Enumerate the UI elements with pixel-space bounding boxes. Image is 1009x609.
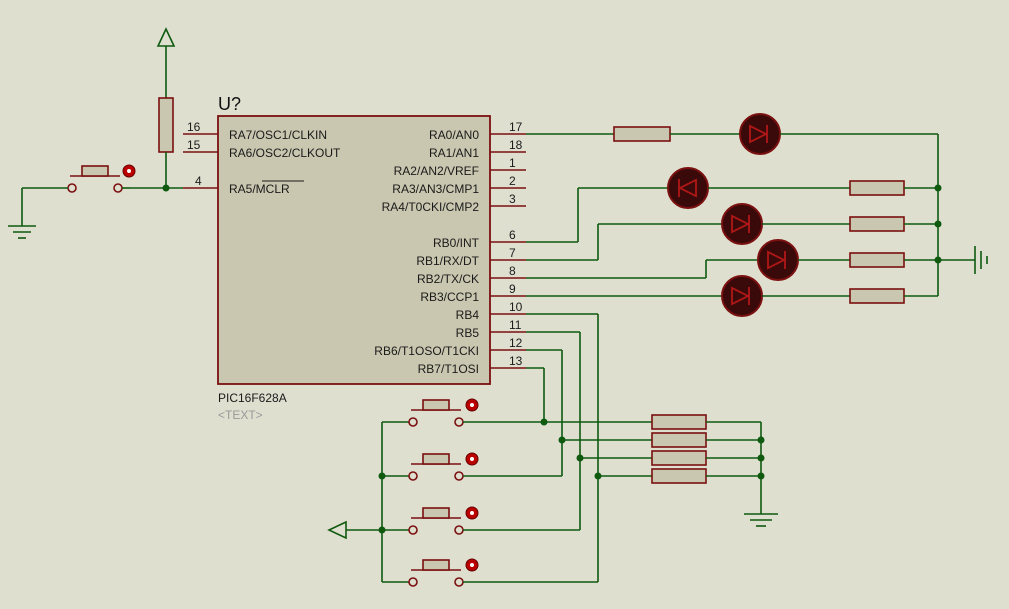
left-pins (183, 133, 218, 189)
push-button-rb4[interactable] (408, 558, 479, 587)
ground-left (8, 188, 36, 239)
pin-num-11: 11 (509, 318, 522, 332)
pin-num-3: 3 (509, 192, 516, 206)
mcu-chip[interactable] (217, 115, 491, 385)
pin-num-10: 10 (509, 300, 523, 314)
pin-label-ra7: RA7/OSC1/CLKIN (229, 128, 327, 142)
pin-label-ra4: RA4/T0CKI/CMP2 (382, 200, 480, 214)
pin-num-17: 17 (509, 120, 523, 134)
push-button-rb6[interactable] (408, 452, 479, 481)
pin-label-rb6: RB6/T1OSO/T1CKI (374, 344, 479, 358)
pulldown-resistor-rb6[interactable] (651, 432, 707, 448)
push-button-icon (422, 399, 450, 411)
push-button-icon (422, 559, 450, 571)
pin-label-ra2: RA2/AN2/VREF (394, 164, 479, 178)
pin-num-15: 15 (187, 138, 201, 152)
power-terminal[interactable] (156, 27, 176, 98)
pin-num-6: 6 (509, 228, 516, 242)
resistor-rb0[interactable] (849, 180, 905, 196)
pin-label-ra0: RA0/AN0 (429, 128, 479, 142)
pin-label-ra3: RA3/AN3/CMP1 (392, 182, 479, 196)
resistor-rb1[interactable] (849, 216, 905, 232)
pin-label-rb0: RB0/INT (433, 236, 480, 250)
right-pins (490, 133, 526, 369)
part-name: PIC16F628A (218, 391, 287, 405)
pin-label-rb5: RB5 (456, 326, 480, 340)
push-button-icon (422, 453, 450, 465)
push-button-icon (422, 507, 450, 519)
resistor-ra0[interactable] (613, 126, 671, 142)
led-rb2[interactable] (757, 239, 799, 281)
pulldown-resistor-rb5[interactable] (651, 450, 707, 466)
pin-label-rb7: RB7/T1OSI (418, 362, 479, 376)
push-button-rb7[interactable] (408, 398, 479, 427)
push-button-icon (81, 165, 109, 177)
text-placeholder: <TEXT> (218, 408, 263, 422)
pin-num-4: 4 (195, 174, 202, 188)
power-up-arrow-icon (156, 27, 176, 47)
pin-label-rb2: RB2/TX/CK (417, 272, 479, 286)
ground-bottom (744, 513, 778, 527)
led-rb3[interactable] (721, 275, 763, 317)
pin-label-ra6: RA6/OSC2/CLKOUT (229, 146, 341, 160)
pulldown-resistor-rb4[interactable] (651, 468, 707, 484)
ground-right (974, 246, 988, 274)
pin-label-rb3: RB3/CCP1 (420, 290, 479, 304)
pin-num-12: 12 (509, 336, 523, 350)
pin-num-7: 7 (509, 246, 516, 260)
resistor-rb3[interactable] (849, 288, 905, 304)
pin-label-ra5-mclr: RA5/MCLR (229, 182, 290, 196)
pulldown-resistor-rb7[interactable] (651, 414, 707, 430)
pin-num-9: 9 (509, 282, 516, 296)
resistor-rb2[interactable] (849, 252, 905, 268)
led-ra0[interactable] (739, 113, 781, 155)
resistor-icon (158, 97, 174, 153)
pin-num-8: 8 (509, 264, 516, 278)
pin-label-rb1: RB1/RX/DT (416, 254, 479, 268)
pin-num-1: 1 (509, 156, 516, 170)
component-designator: U? (218, 94, 241, 114)
pin-label-rb4: RB4 (456, 308, 480, 322)
pin-num-2: 2 (509, 174, 516, 188)
pin-num-13: 13 (509, 354, 523, 368)
pin-num-18: 18 (509, 138, 523, 152)
led-rb0[interactable] (667, 167, 709, 209)
led-rb1[interactable] (721, 203, 763, 245)
pullup-resistor[interactable] (158, 97, 174, 153)
power-left-arrow-icon (327, 520, 347, 540)
pin-label-ra1: RA1/AN1 (429, 146, 479, 160)
pin-num-16: 16 (187, 120, 201, 134)
